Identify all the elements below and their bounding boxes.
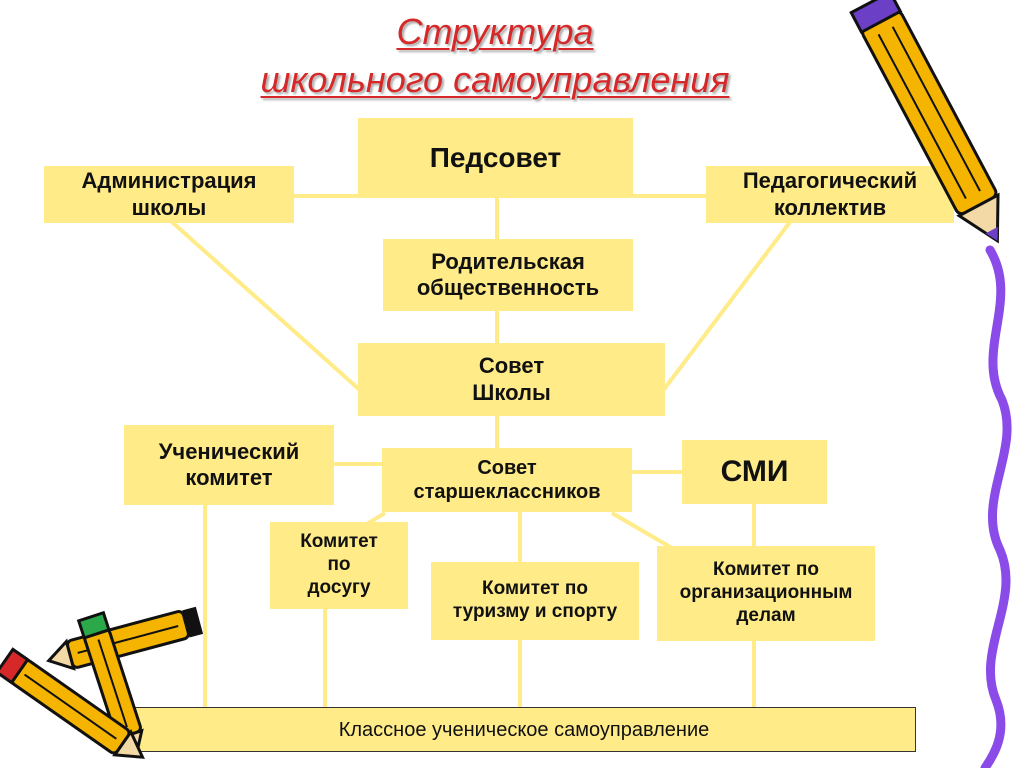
box-pedagogical-collective: Педагогический коллектив (706, 166, 954, 223)
box-parents-label: Родительская общественность (416, 248, 600, 300)
box-leisure-committee: Комитет по досугу (270, 522, 408, 609)
box-student-committee-label: Ученический комитет (158, 438, 300, 490)
box-student-committee: Ученический комитет (124, 425, 334, 505)
box-senior-council: Совет старшеклассников (382, 448, 632, 512)
box-school-council-label: Совет Школы (472, 353, 551, 405)
box-parents: Родительская общественность (383, 239, 633, 311)
box-sport-committee: Комитет по туризму и спорту (431, 562, 639, 640)
box-pedsovet-label: Педсовет (429, 142, 562, 174)
box-administration-label: Администрация школы (81, 168, 257, 220)
box-org-committee: Комитет по организационным делам (657, 546, 875, 641)
box-school-council: Совет Школы (358, 343, 665, 416)
box-class-self-government: Классное ученическое самоуправление (132, 707, 916, 752)
box-pedsovet: Педсовет (358, 118, 633, 198)
box-sport-committee-label: Комитет по туризму и спорту (452, 578, 618, 622)
box-class-self-government-label: Классное ученическое самоуправление (338, 718, 710, 741)
box-senior-council-label: Совет старшеклассников (413, 457, 601, 503)
box-administration: Администрация школы (44, 166, 294, 223)
title-line-1: Структура (396, 11, 594, 52)
box-pedagogical-collective-label: Педагогический коллектив (742, 168, 918, 220)
box-media: СМИ (682, 440, 827, 504)
box-leisure-committee-label: Комитет по досугу (300, 531, 378, 598)
title-line-2: школьного самоуправления (260, 59, 730, 100)
box-org-committee-label: Комитет по организационным делам (679, 559, 853, 626)
box-media-label: СМИ (720, 455, 789, 488)
